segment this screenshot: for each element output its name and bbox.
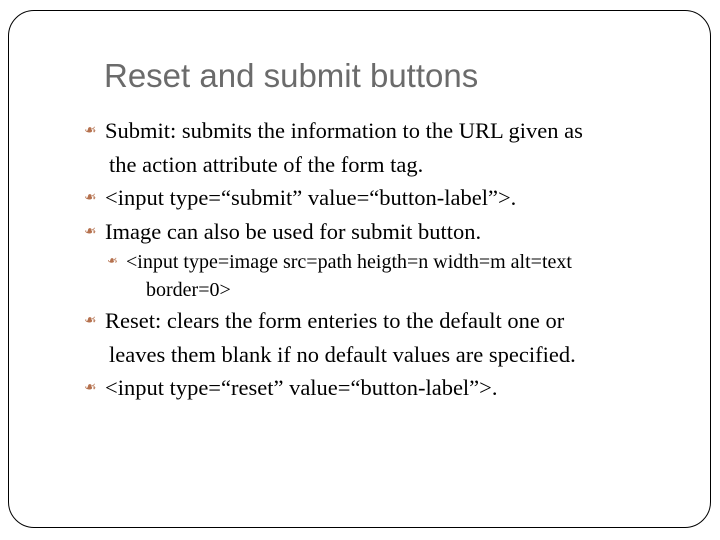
list-item-line: <input type=“submit” value=“button-label…	[105, 185, 517, 210]
fleuron-bullet-icon: ❧	[84, 188, 97, 206]
list-item-text: Image can also be used for submit button…	[105, 215, 689, 249]
list-item-line: <input type=“reset” value=“button-label”…	[105, 375, 498, 400]
list-item-text: Reset: clears the form enteries to the d…	[105, 304, 689, 371]
list-item-line-continuation: leaves them blank if no default values a…	[109, 341, 576, 367]
fleuron-bullet-icon: ❧	[84, 378, 97, 396]
list-item: ❧ Image can also be used for submit butt…	[84, 215, 689, 249]
sub-list-item-text: <input type=image src=path heigth=n widt…	[126, 248, 686, 304]
list-item-text: <input type=“reset” value=“button-label”…	[105, 371, 689, 405]
sub-list-item: ❧ <input type=image src=path heigth=n wi…	[107, 248, 686, 304]
fleuron-bullet-icon: ❧	[107, 254, 118, 269]
fleuron-bullet-icon: ❧	[84, 221, 97, 240]
list-item-line: Submit: submits the information to the U…	[105, 118, 583, 143]
list-item-text: Submit: submits the information to the U…	[105, 114, 689, 181]
list-item: ❧ Reset: clears the form enteries to the…	[84, 304, 689, 371]
sub-list-item-line-continuation: border=0>	[146, 279, 231, 301]
list-item-line: Image can also be used for submit button…	[105, 218, 482, 244]
fleuron-bullet-icon: ❧	[84, 311, 97, 329]
slide-border-frame	[8, 10, 711, 528]
list-item-line-continuation: the action attribute of the form tag.	[109, 151, 424, 177]
list-item: ❧ <input type=“reset” value=“button-labe…	[84, 371, 689, 405]
list-item-text: <input type=“submit” value=“button-label…	[105, 181, 689, 215]
fleuron-bullet-icon: ❧	[84, 121, 97, 139]
sub-list-item-line: <input type=image src=path heigth=n widt…	[126, 251, 572, 273]
list-item: ❧ <input type=“submit” value=“button-lab…	[84, 181, 689, 215]
list-item: ❧ Submit: submits the information to the…	[84, 114, 689, 181]
slide-body-content: ❧ Submit: submits the information to the…	[0, 114, 720, 405]
list-item-line: Reset: clears the form enteries to the d…	[105, 308, 565, 333]
page-title: Reset and submit buttons	[104, 57, 479, 94]
